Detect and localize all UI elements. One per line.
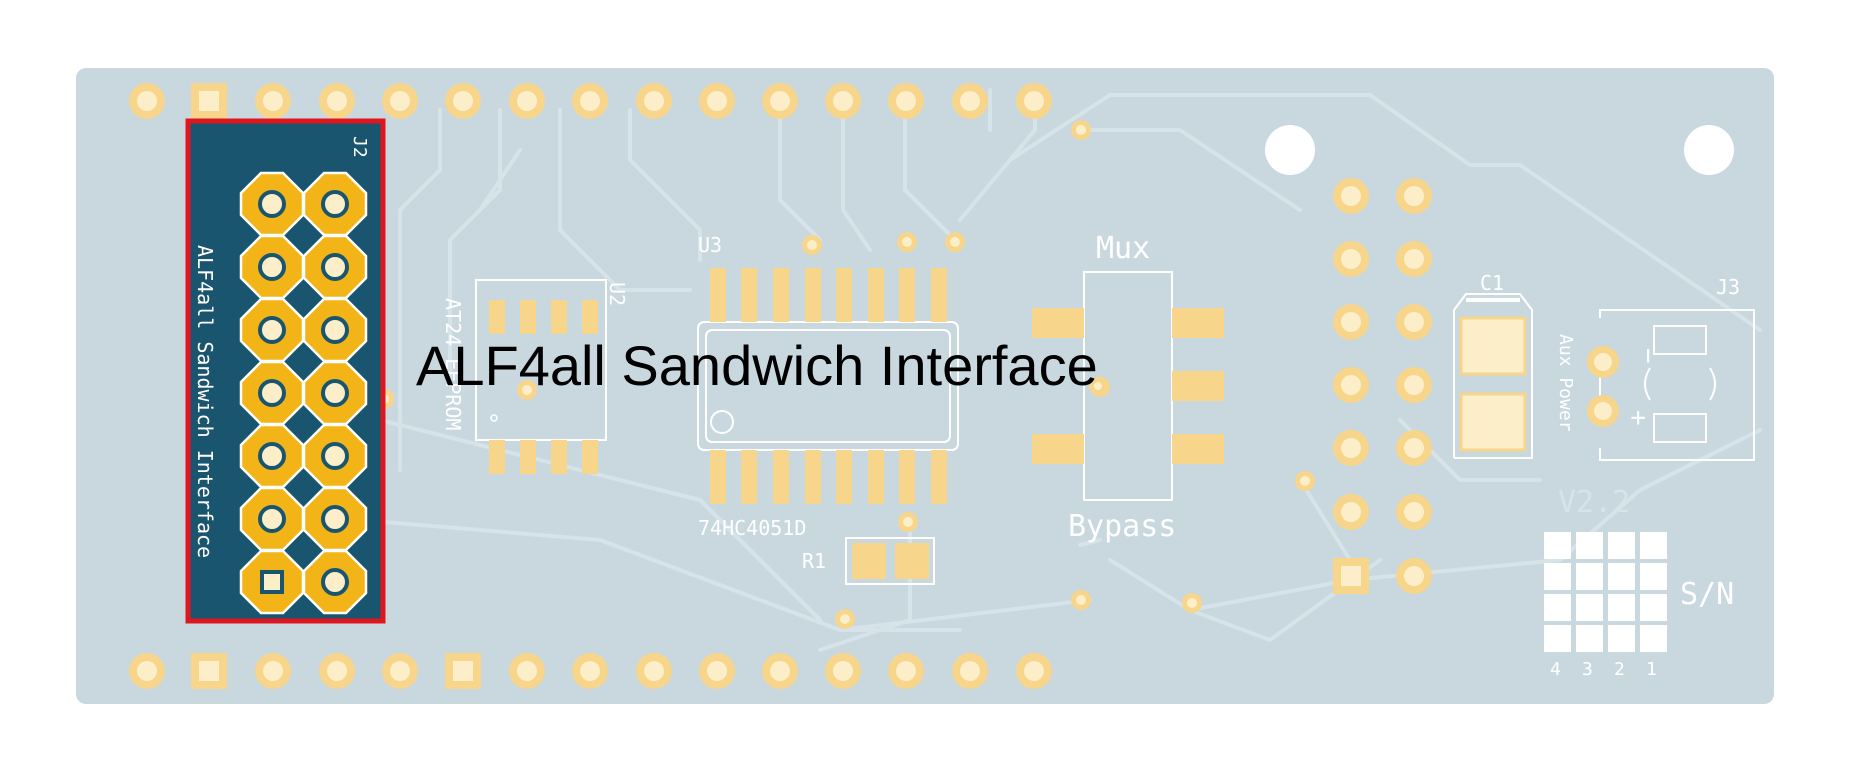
pad-hole: [833, 661, 853, 681]
switch-top-label: Mux: [1096, 231, 1150, 266]
u3-part: 74HC4051D: [698, 516, 806, 540]
bottom-header-pads: [129, 653, 1052, 689]
pad-hole: [453, 91, 473, 111]
u2-eeprom: U2 AT24 EEPROM: [441, 279, 629, 474]
pad-hole: [770, 661, 790, 681]
u3-mux-ic: U3 74HC4051D: [697, 233, 959, 540]
vias: [374, 120, 1315, 629]
pad-hole: [517, 661, 537, 681]
pad-hole: [896, 661, 916, 681]
u2-label: AT24 EEPROM: [441, 298, 465, 430]
serial-number-block: 4 3 2 1 S/N: [1544, 532, 1734, 680]
j3-ref: J3: [1716, 275, 1740, 299]
pad-hole: [580, 91, 600, 111]
pad-hole: [453, 661, 473, 681]
mounting-hole: [1265, 125, 1315, 175]
pad-hole: [390, 91, 410, 111]
pad-hole: [707, 661, 727, 681]
right-2x7-header: [1333, 178, 1432, 594]
callout-title: ALF4all Sandwich Interface: [416, 334, 1098, 397]
pad-hole: [770, 91, 790, 111]
c1-ref: C1: [1480, 271, 1504, 295]
pad-hole: [580, 661, 600, 681]
pad-hole: [199, 91, 219, 111]
c1-capacitor: C1: [1453, 271, 1533, 459]
pad-hole: [327, 91, 347, 111]
pad-hole: [137, 91, 157, 111]
pad-hole: [960, 661, 980, 681]
pad-hole: [896, 91, 916, 111]
pad-hole: [644, 91, 664, 111]
pad-hole: [1024, 91, 1044, 111]
copper-traces: [358, 88, 1762, 652]
pad-hole: [327, 661, 347, 681]
sn-label: S/N: [1680, 577, 1734, 612]
sn-digit: 1: [1646, 659, 1657, 680]
j2-sandwich-interface: J2 ALF4all Sandwich Interface: [185, 118, 386, 624]
pad-hole: [833, 91, 853, 111]
pad-hole: [707, 91, 727, 111]
j3-label: Aux Power: [1555, 334, 1576, 432]
sn-digit: 3: [1582, 659, 1593, 680]
pad-hole: [263, 661, 283, 681]
j3-plus-marker: +: [1623, 410, 1653, 426]
j2-ref: J2: [349, 136, 370, 158]
pad-hole: [263, 91, 283, 111]
pad-hole: [1024, 661, 1044, 681]
pad-hole: [137, 661, 157, 681]
sn-digit: 4: [1550, 659, 1561, 680]
j3-aux-power: J3 Aux Power − +: [1555, 275, 1755, 461]
pad-hole: [390, 661, 410, 681]
mounting-hole: [1684, 125, 1734, 175]
j2-label: ALF4all Sandwich Interface: [193, 245, 217, 558]
j2-pad-holes: [256, 190, 349, 598]
top-header-pads: [129, 83, 1052, 119]
pad-hole: [517, 91, 537, 111]
u2-ref: U2: [605, 282, 629, 306]
pad-hole: [199, 661, 219, 681]
pad-hole: [644, 661, 664, 681]
r1-resistor: R1: [802, 537, 935, 585]
r1-ref: R1: [802, 549, 826, 573]
sn-digit: 2: [1614, 659, 1625, 680]
u3-ref: U3: [698, 233, 722, 257]
pad-hole: [960, 91, 980, 111]
mux-bypass-switch: Mux Bypass: [1032, 231, 1224, 544]
switch-bottom-label: Bypass: [1068, 509, 1176, 544]
j3-minus-marker: −: [1633, 348, 1663, 364]
pcb-board: [76, 68, 1774, 704]
version-label: V2.2: [1558, 485, 1630, 520]
